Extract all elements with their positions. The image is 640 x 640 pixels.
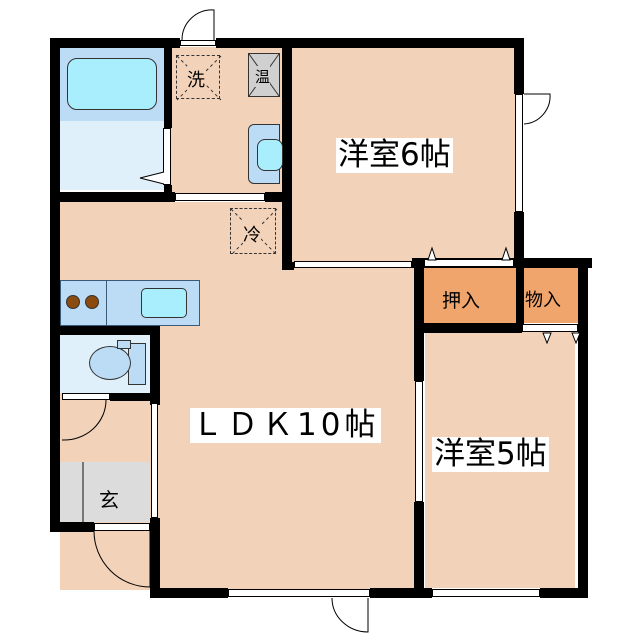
bath-door-marker bbox=[139, 171, 165, 185]
oshiire-closet bbox=[424, 268, 516, 323]
door-swing-washroom bbox=[181, 9, 215, 41]
wall-left bbox=[50, 38, 60, 532]
wall-below-toilet bbox=[110, 393, 160, 401]
genkan-floor bbox=[60, 462, 150, 522]
sliding-door-room6 bbox=[294, 261, 412, 268]
wash-basin-bowl bbox=[257, 139, 283, 171]
washer-label: 洗 bbox=[187, 66, 205, 92]
closet-hinge-markers bbox=[427, 246, 581, 345]
sliding-door-hall bbox=[151, 403, 158, 518]
door-swing-room6 bbox=[523, 93, 551, 125]
stove-burner-1-icon bbox=[66, 295, 80, 309]
wall-entry-right-lower bbox=[150, 518, 160, 598]
wall-right-room5 bbox=[578, 258, 588, 598]
sliding-door-room5 bbox=[415, 381, 423, 502]
water-heater-label: 温 bbox=[255, 66, 271, 87]
monoire-closet bbox=[522, 268, 578, 323]
wall-under-bath bbox=[50, 192, 175, 202]
genkan-divider bbox=[82, 462, 84, 522]
room-label-western-6: 洋室6帖 bbox=[336, 137, 453, 173]
wall-right-room6-bottom bbox=[514, 212, 524, 268]
water-heater: 温 bbox=[248, 53, 280, 97]
wall-ldk-room5-bottom bbox=[414, 502, 424, 598]
window-room6-right bbox=[515, 94, 523, 212]
room-label-ldk: ＬＤＫ10帖 bbox=[190, 407, 382, 443]
door-swing-ldk bbox=[331, 597, 369, 633]
wall-under-wash bbox=[265, 192, 292, 202]
wall-bath-wash bbox=[164, 38, 172, 128]
wall-bath-wash-lower bbox=[164, 185, 172, 197]
stove-burner-2-icon bbox=[85, 295, 99, 309]
bathtub bbox=[67, 58, 157, 110]
door-swing-toilet bbox=[61, 399, 107, 441]
refrigerator-label: 冷 bbox=[243, 221, 261, 247]
wall-genkan-bottom bbox=[50, 522, 94, 532]
counter-divider bbox=[106, 281, 107, 325]
wall-top-left bbox=[50, 38, 180, 48]
closet-label-monoire: 物入 bbox=[525, 290, 561, 311]
wall-closet-bottom bbox=[414, 323, 522, 333]
door-bath bbox=[163, 128, 171, 185]
door-swing-genkan bbox=[93, 530, 151, 588]
wash-basin bbox=[248, 124, 283, 184]
kitchen-sink bbox=[141, 288, 187, 318]
toilet-bowl bbox=[89, 346, 131, 380]
closet-label-oshiire: 押入 bbox=[442, 290, 481, 312]
wall-above-toilet bbox=[50, 325, 160, 335]
wall-bottom-right bbox=[540, 588, 588, 598]
wall-wash-room6 bbox=[282, 38, 292, 268]
window-ldk-bottom bbox=[228, 589, 370, 597]
wall-ldk-room5-top bbox=[414, 258, 424, 381]
washer-space: 洗 bbox=[176, 55, 222, 101]
wall-top-right bbox=[216, 38, 524, 48]
kitchen-counter bbox=[60, 280, 200, 326]
wall-right-room6-top bbox=[514, 38, 524, 94]
wall-toilet-right bbox=[150, 325, 160, 405]
wall-bottom-left bbox=[150, 588, 228, 598]
genkan-label: 玄 bbox=[99, 488, 119, 512]
door-monoire bbox=[522, 324, 578, 332]
window-washroom-top bbox=[180, 40, 216, 46]
wall-room6-bottom bbox=[282, 262, 294, 270]
wall-closet-divider bbox=[516, 258, 524, 331]
room-label-western-5: 洋室5帖 bbox=[432, 436, 549, 472]
wall-bottom-mid bbox=[370, 588, 432, 598]
toilet-lid bbox=[117, 340, 131, 349]
door-genkan bbox=[94, 523, 150, 531]
sliding-door-washroom bbox=[175, 193, 265, 201]
sliding-door-oshiire bbox=[424, 259, 514, 267]
door-toilet bbox=[62, 393, 110, 400]
refrigerator-space: 冷 bbox=[230, 208, 278, 256]
window-room5-bottom bbox=[432, 589, 540, 597]
